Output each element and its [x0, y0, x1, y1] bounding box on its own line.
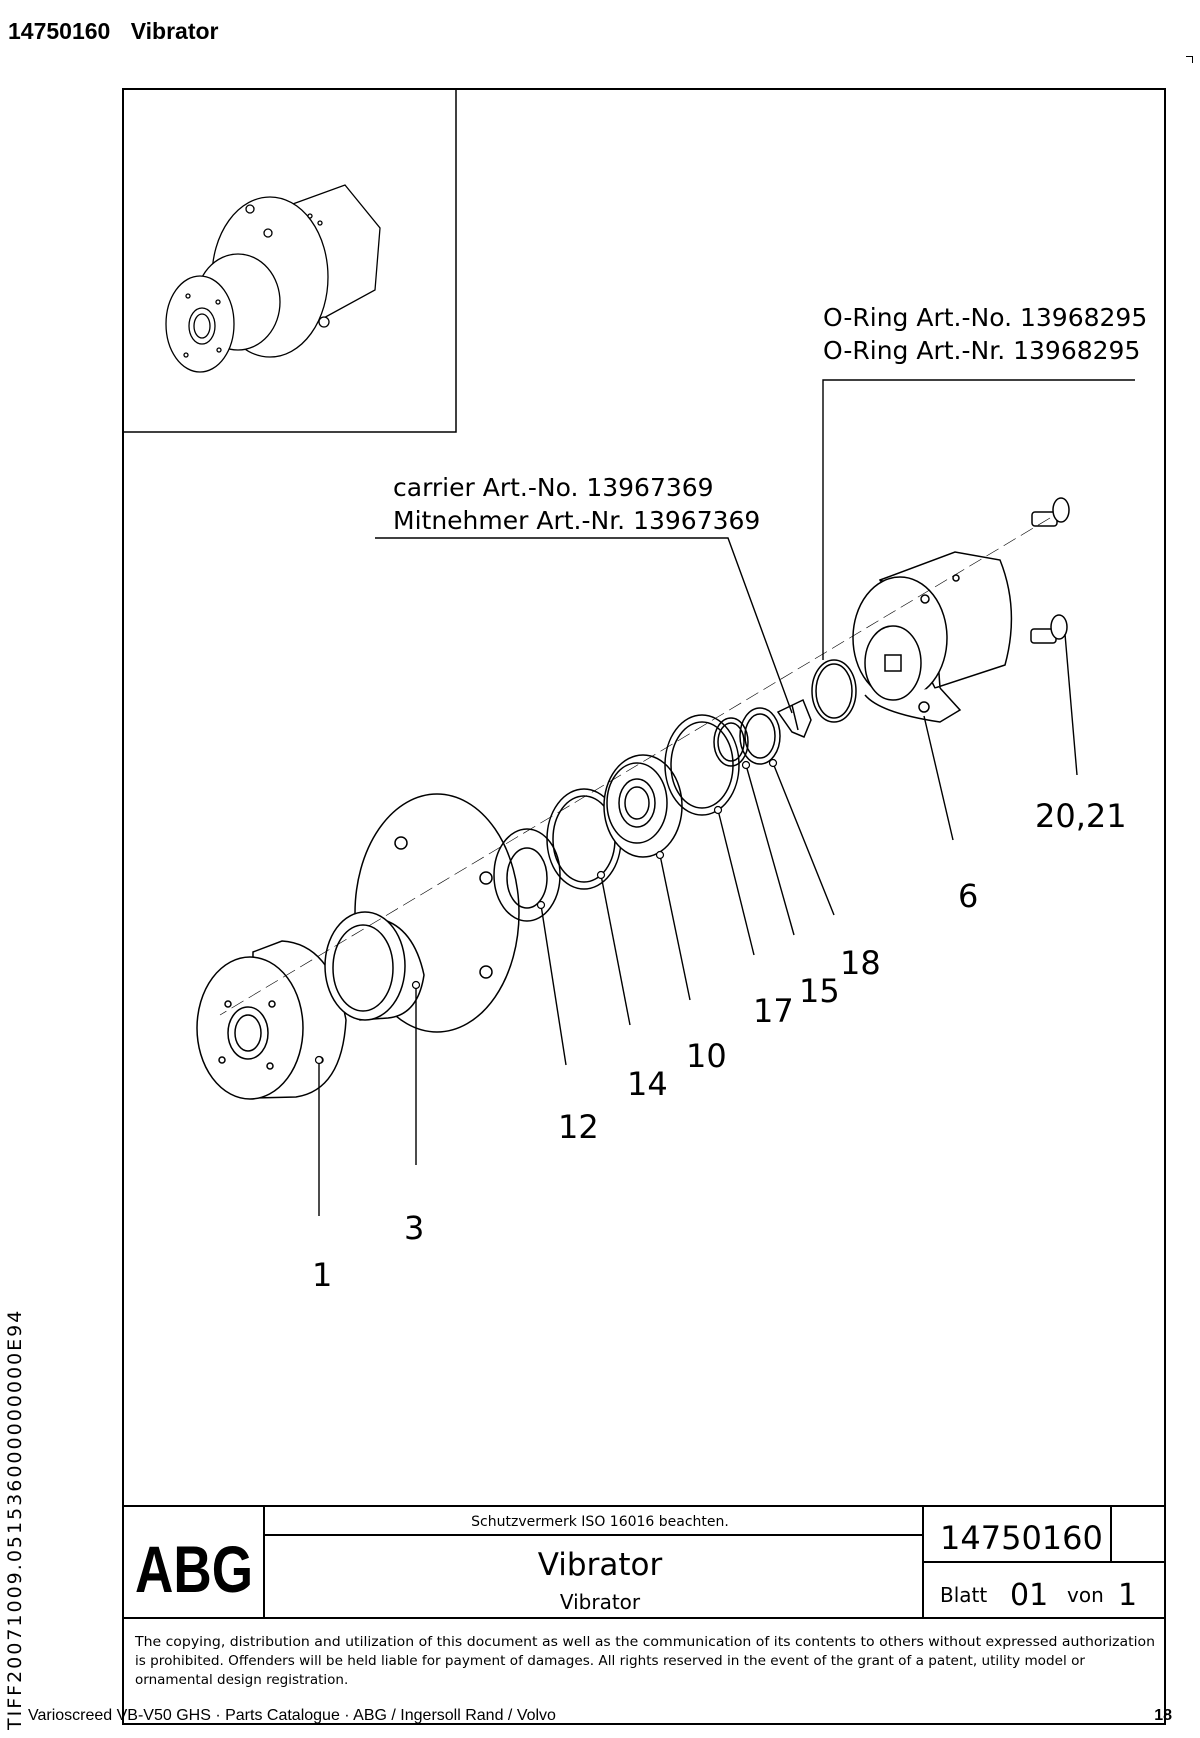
leader-dots [314, 758, 778, 1065]
carrier-leader-line [375, 537, 793, 714]
part-6-motor [852, 551, 1013, 723]
sheet-total: 1 [1118, 1578, 1137, 1613]
oring-part [811, 659, 857, 723]
leader-lines [318, 379, 1135, 1216]
sheet-label: Blatt [940, 1583, 987, 1607]
oring-callout-line1: O-Ring Art.-No. 13968295 [823, 303, 1147, 332]
item-label-18: 18 [840, 944, 881, 982]
page-title: 14750160 Vibrator [8, 18, 219, 45]
oring-callout-line2: O-Ring Art.-Nr. 13968295 [823, 336, 1140, 365]
part-12-spacer-ring [493, 828, 561, 922]
title-english: Vibrator [538, 1547, 663, 1583]
copyright-line-1: The copying, distribution and utilizatio… [134, 1634, 1155, 1650]
item-label-17: 17 [753, 992, 794, 1030]
part-3-flange [324, 793, 520, 1033]
carrier-callout-line2: Mitnehmer Art.-Nr. 13967369 [393, 506, 760, 535]
part-18-ring [739, 707, 781, 765]
page-footer: Varioscreed VB-V50 GHS · Parts Catalogue… [28, 1707, 1172, 1725]
carrier-part [776, 698, 812, 738]
item-label-15: 15 [799, 972, 840, 1010]
sheet-number: 01 [1010, 1578, 1048, 1613]
item-label-3: 3 [404, 1209, 424, 1247]
item-label-6: 6 [958, 877, 978, 915]
footer-catalogue: Varioscreed VB-V50 GHS · Parts Catalogue… [28, 1707, 556, 1724]
title-block [123, 1505, 1165, 1619]
drawing-number: 14750160 [940, 1519, 1103, 1557]
abg-logo: ABG [135, 1532, 253, 1606]
item-number-labels: 1 3 6 10 12 14 15 17 18 20,21 [312, 797, 1127, 1294]
oring-leader-line [822, 379, 1135, 660]
copyright-notice: The copying, distribution and utilizatio… [134, 1634, 1155, 1688]
page-title-text: Vibrator [130, 18, 219, 44]
part-15-circlip [713, 717, 749, 767]
item-label-1: 1 [312, 1256, 332, 1294]
item-label-20-21: 20,21 [1035, 797, 1127, 835]
footer-page-number: 18 [1154, 1707, 1172, 1724]
part-20-21-screws [1030, 497, 1070, 644]
of-label: von [1067, 1583, 1104, 1607]
part-10-bearing [603, 754, 683, 858]
item-label-10: 10 [686, 1037, 727, 1075]
part-17-ring [664, 714, 740, 816]
title-german: Vibrator [560, 1590, 641, 1614]
corner-mark [1186, 56, 1193, 63]
copyright-line-3: ornamental design registration. [135, 1672, 348, 1688]
carrier-callout-line1: carrier Art.-No. 13967369 [393, 473, 714, 502]
overview-inset [122, 88, 457, 433]
part-1-housing [196, 940, 347, 1100]
copyright-line-2: is prohibited. Offenders will be held li… [135, 1653, 1085, 1669]
item-label-12: 12 [558, 1108, 599, 1146]
side-document-code: TIFF20071009.051536000000000E94 [4, 1308, 26, 1730]
axis-centre-line [219, 517, 1051, 1016]
item-label-14: 14 [627, 1065, 668, 1103]
protection-note: Schutzvermerk ISO 16016 beachten. [471, 1514, 729, 1530]
drawing-frame [122, 88, 1166, 1725]
page-part-number: 14750160 [8, 18, 111, 44]
